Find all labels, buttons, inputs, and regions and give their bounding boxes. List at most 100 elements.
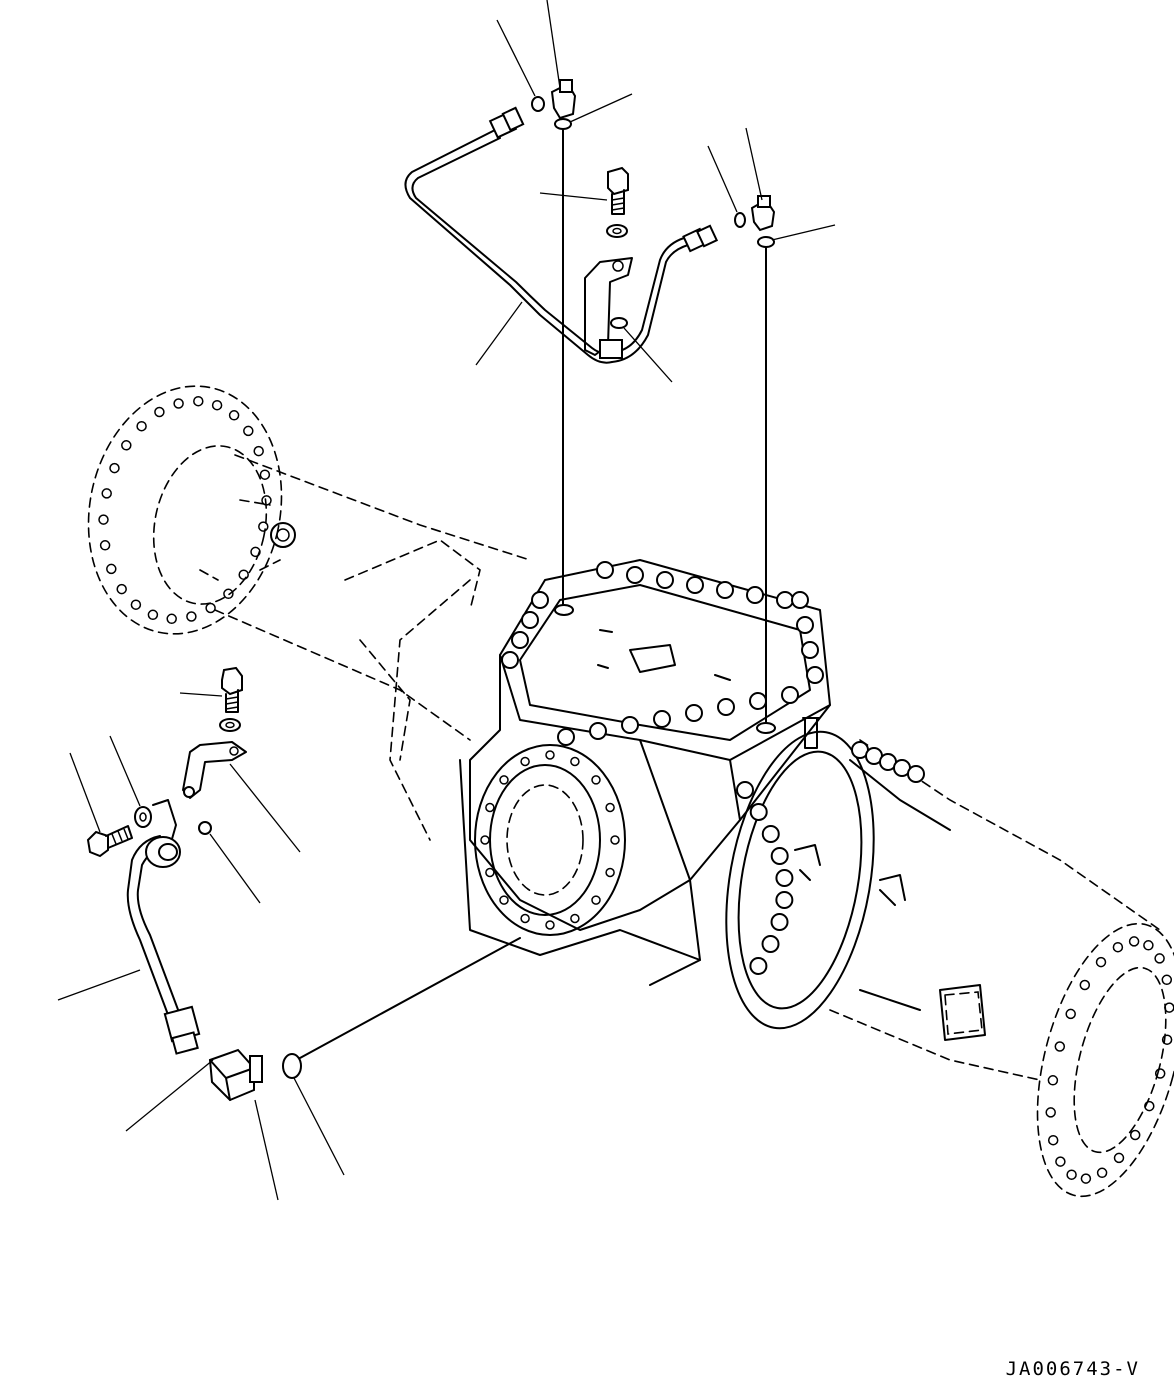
flange-bolt-hole — [1055, 1156, 1066, 1167]
flange-bolt-hole — [1154, 953, 1165, 964]
lower-tube — [126, 799, 181, 1021]
assembly-line-3 — [299, 937, 521, 1059]
ring-flange-hole — [570, 756, 580, 767]
hub-bolt-head — [775, 869, 794, 887]
flange-bolt-hole — [1047, 1075, 1059, 1086]
lower-bolt — [221, 666, 243, 713]
flange-bolt-hole — [193, 395, 204, 407]
flange-bolt-hole — [186, 611, 197, 622]
lower-o-ring — [198, 821, 212, 835]
flange-bolt-hole — [243, 425, 254, 437]
flange-bolt-hole — [99, 540, 111, 551]
cover-bolt-head — [511, 631, 529, 649]
figure-reference-code: JA006743-V — [1005, 1358, 1140, 1380]
flange-bolt-hole — [136, 420, 147, 432]
hub-bolt-head — [761, 825, 780, 843]
ring-flange-hole — [591, 775, 601, 785]
flange-bolt-hole — [1161, 974, 1173, 986]
cover-bolt-head — [521, 611, 539, 629]
flange-bolt-hole — [130, 599, 142, 610]
cover-bolt-head — [626, 566, 644, 584]
hub-bolt-head — [761, 935, 780, 953]
ring-flange-hole — [520, 756, 530, 767]
hub-bolt-head — [770, 913, 789, 931]
flange-bolt-hole — [261, 495, 272, 506]
flange-bolt-hole — [253, 445, 264, 457]
leader-lines — [57, 0, 836, 1201]
flange-bolt-hole — [1095, 956, 1107, 968]
flange-bolt-hole — [116, 583, 127, 595]
upper-tube-left-end-fitting — [488, 106, 525, 139]
cover-bolts — [501, 561, 824, 746]
elbow-fitting-1-o-ring-a — [531, 96, 545, 112]
flange-bolt-hole — [223, 588, 234, 600]
flange-bolt-hole — [205, 602, 216, 614]
flange-bolt-hole — [166, 613, 177, 625]
flange-bolt-hole — [109, 462, 120, 474]
cover-bolt-head — [776, 591, 794, 609]
upper-tube-o-ring — [610, 317, 628, 329]
cover-bolt-head — [796, 616, 814, 634]
cover-bolt-head — [781, 686, 799, 704]
cover-bolt-head — [656, 571, 674, 589]
ring-flange-hole — [499, 775, 509, 785]
ring-flange-hole — [485, 802, 495, 813]
differential-housing — [389, 559, 831, 986]
flange-bolt-hole — [1143, 940, 1154, 951]
flange-bolt-hole — [211, 399, 223, 411]
breather-fitting — [802, 717, 820, 749]
upper-washer — [606, 224, 628, 238]
cover-bolt-head — [686, 576, 704, 594]
elbow-fitting-1-o-ring-b — [554, 118, 572, 130]
flange-bolt-hole — [106, 563, 117, 575]
ring-flange-hole — [545, 920, 555, 930]
flange-bolt-hole — [1066, 1169, 1077, 1180]
ring-flange-hole — [545, 750, 555, 760]
elbow-fitting-2 — [750, 195, 776, 232]
flange-bolt-hole — [258, 521, 269, 532]
left-flange-bolt-holes — [98, 395, 272, 625]
cover-bolt-head — [749, 692, 767, 710]
cover-bolt-head — [806, 666, 824, 684]
elbow-fitting-2-o-ring-a — [734, 212, 746, 228]
cover-bolt-head — [716, 581, 734, 599]
right-hub-bolts — [736, 741, 925, 975]
flange-bolt-hole — [1128, 936, 1140, 947]
ring-flange-hole — [480, 835, 490, 845]
flange-bolt-hole — [154, 406, 165, 418]
flange-bolt-hole — [121, 440, 132, 451]
connector-o-ring — [282, 1053, 302, 1079]
flange-bolt-hole — [1154, 1068, 1166, 1079]
flange-bolt-hole — [1047, 1134, 1059, 1146]
hub-bolt-head — [749, 803, 768, 821]
left-axle-housing — [87, 385, 531, 761]
ring-flange-hole — [605, 867, 615, 878]
flange-bolt-hole — [98, 514, 109, 525]
flange-bolt-hole — [1079, 979, 1091, 991]
ring-flange-hole — [610, 835, 620, 845]
ring-flange-hole — [570, 913, 580, 924]
cover-bolt-head — [685, 704, 703, 722]
side-bolt — [86, 825, 133, 858]
right-axle-housing — [725, 730, 1174, 1198]
flange-bolt-hole — [1144, 1100, 1155, 1112]
flange-bolt-hole — [1080, 1173, 1092, 1184]
cover-bolt-head — [531, 591, 549, 609]
flange-bolt-hole — [1129, 1129, 1141, 1141]
lower-tube-end-fitting — [163, 1005, 201, 1055]
cover-bolt-head — [791, 591, 809, 609]
hub-bolt-head — [775, 891, 794, 909]
ring-flange-hole — [591, 895, 601, 905]
upper-bolt — [607, 166, 629, 215]
cover-bolt-head — [621, 716, 639, 734]
right-flange-bolt-holes — [1045, 936, 1174, 1184]
lower-tube-banjo-fitting — [145, 836, 181, 868]
hub-bolt-head — [770, 847, 789, 865]
flange-bolt-hole — [238, 569, 249, 580]
flange-bolt-hole — [1164, 1002, 1174, 1013]
flange-bolt-hole — [1096, 1167, 1108, 1179]
elbow-fitting-2-o-ring-b — [757, 236, 775, 248]
flange-bolt-hole — [228, 410, 240, 421]
flange-bolt-hole — [1065, 1008, 1076, 1020]
flange-bolt-hole — [147, 609, 159, 621]
